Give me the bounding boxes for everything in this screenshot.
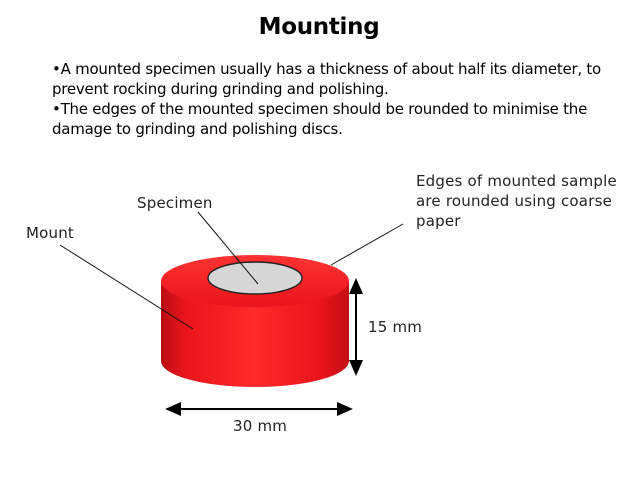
- edges-leader-line: [330, 223, 404, 266]
- specimen-leader-line: [197, 211, 259, 285]
- mount-side: [161, 281, 349, 387]
- bullet-edges: •The edges of the mounted specimen shoul…: [52, 100, 588, 138]
- height-arrow-up-icon: [349, 278, 363, 294]
- specimen-top: [207, 261, 303, 295]
- height-label: 15 mm: [368, 318, 422, 336]
- width-label: 30 mm: [233, 417, 287, 435]
- width-arrow-left-icon: [165, 402, 181, 416]
- width-arrow-right-icon: [337, 402, 353, 416]
- mount-leader-line: [59, 244, 194, 330]
- slide-title: Mounting: [258, 14, 380, 40]
- height-arrow-down-icon: [349, 360, 363, 376]
- bullet-list: •A mounted specimen usually has a thickn…: [52, 59, 612, 139]
- edges-label-line3: paper: [416, 212, 461, 230]
- edges-label-line2: are rounded using coarse: [416, 192, 612, 210]
- specimen-label: Specimen: [137, 194, 213, 212]
- edges-label-line1: Edges of mounted sample: [416, 172, 617, 190]
- bullet-thickness: •A mounted specimen usually has a thickn…: [52, 60, 601, 98]
- mount-label: Mount: [26, 224, 74, 242]
